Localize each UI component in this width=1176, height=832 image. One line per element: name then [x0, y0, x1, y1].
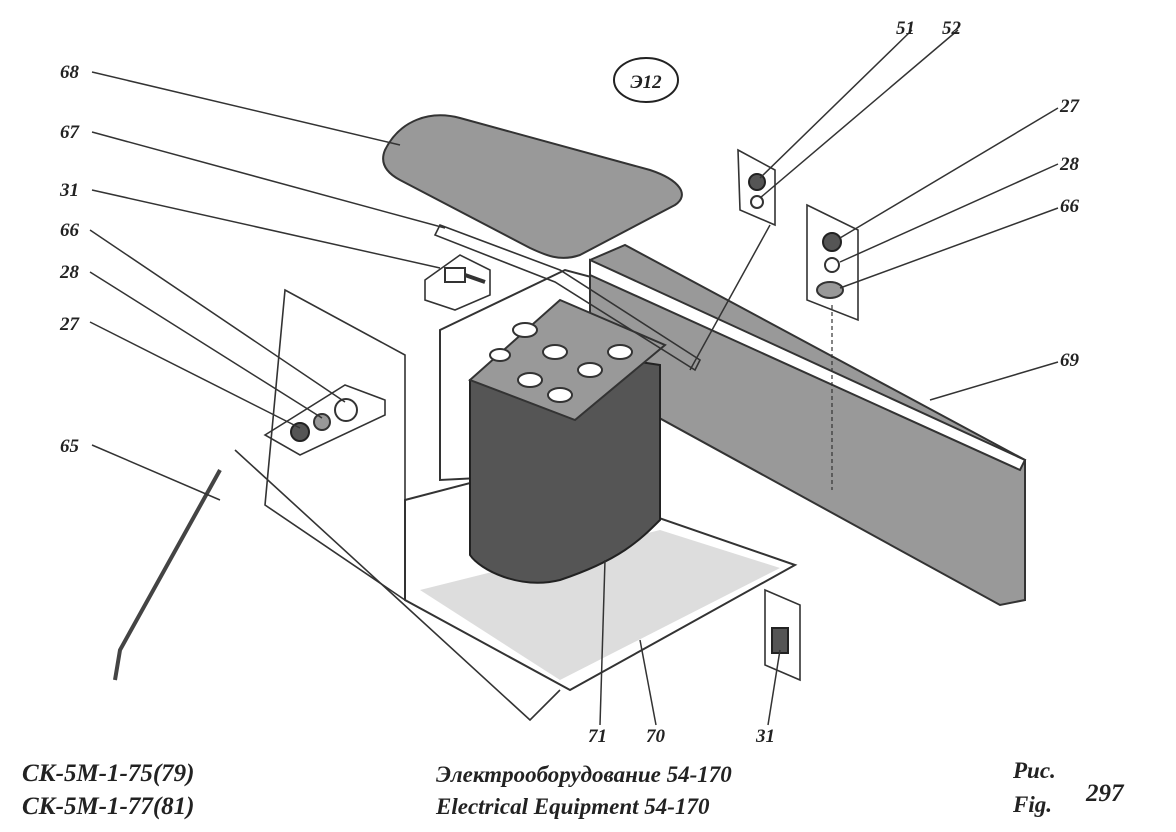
battery-cover — [382, 114, 683, 259]
bolt-lower — [764, 588, 801, 682]
callout-51: 51 — [896, 18, 915, 39]
gasket-strip — [433, 223, 702, 372]
long-bracket-front — [589, 258, 1027, 472]
figure-label-russian: Рис. — [1013, 758, 1056, 783]
callout-66-right: 66 — [1060, 196, 1080, 217]
callout-67: 67 — [60, 122, 81, 143]
hold-down-rod — [113, 469, 222, 681]
battery-terminals — [489, 322, 633, 403]
diagram-badge: Э12 — [613, 57, 679, 103]
callout-28-left: 28 — [59, 262, 80, 283]
callout-69: 69 — [1060, 350, 1080, 371]
callout-27-right: 27 — [1059, 96, 1081, 117]
callout-70: 70 — [646, 726, 666, 747]
battery-body — [469, 348, 661, 584]
side-plate — [264, 288, 406, 602]
model-line-1: СК-5М-1-75(79) — [22, 760, 195, 787]
badge-text: Э12 — [630, 72, 662, 93]
caption-russian: Электрооборудование 54-170 — [436, 762, 732, 787]
callout-52: 52 — [942, 18, 962, 39]
callout-66-left: 66 — [60, 220, 80, 241]
hook-line — [234, 449, 561, 722]
callout-27-left: 27 — [59, 314, 81, 335]
bolt-left — [424, 254, 491, 311]
callout-65: 65 — [60, 436, 80, 457]
model-line-2: СК-5М-1-77(81) — [22, 793, 195, 820]
caption-english: Electrical Equipment 54-170 — [436, 794, 710, 819]
callout-71: 71 — [588, 726, 607, 747]
callout-68: 68 — [60, 62, 80, 83]
figure-label-english: Fig. — [1013, 792, 1052, 817]
callout-31-lower: 31 — [755, 726, 775, 747]
hardware-plate-right — [806, 203, 859, 490]
callout-31-left: 31 — [59, 180, 79, 201]
callout-28-right: 28 — [1059, 154, 1080, 175]
figure-number: 297 — [1086, 780, 1124, 807]
leader-lines — [89, 29, 1059, 726]
